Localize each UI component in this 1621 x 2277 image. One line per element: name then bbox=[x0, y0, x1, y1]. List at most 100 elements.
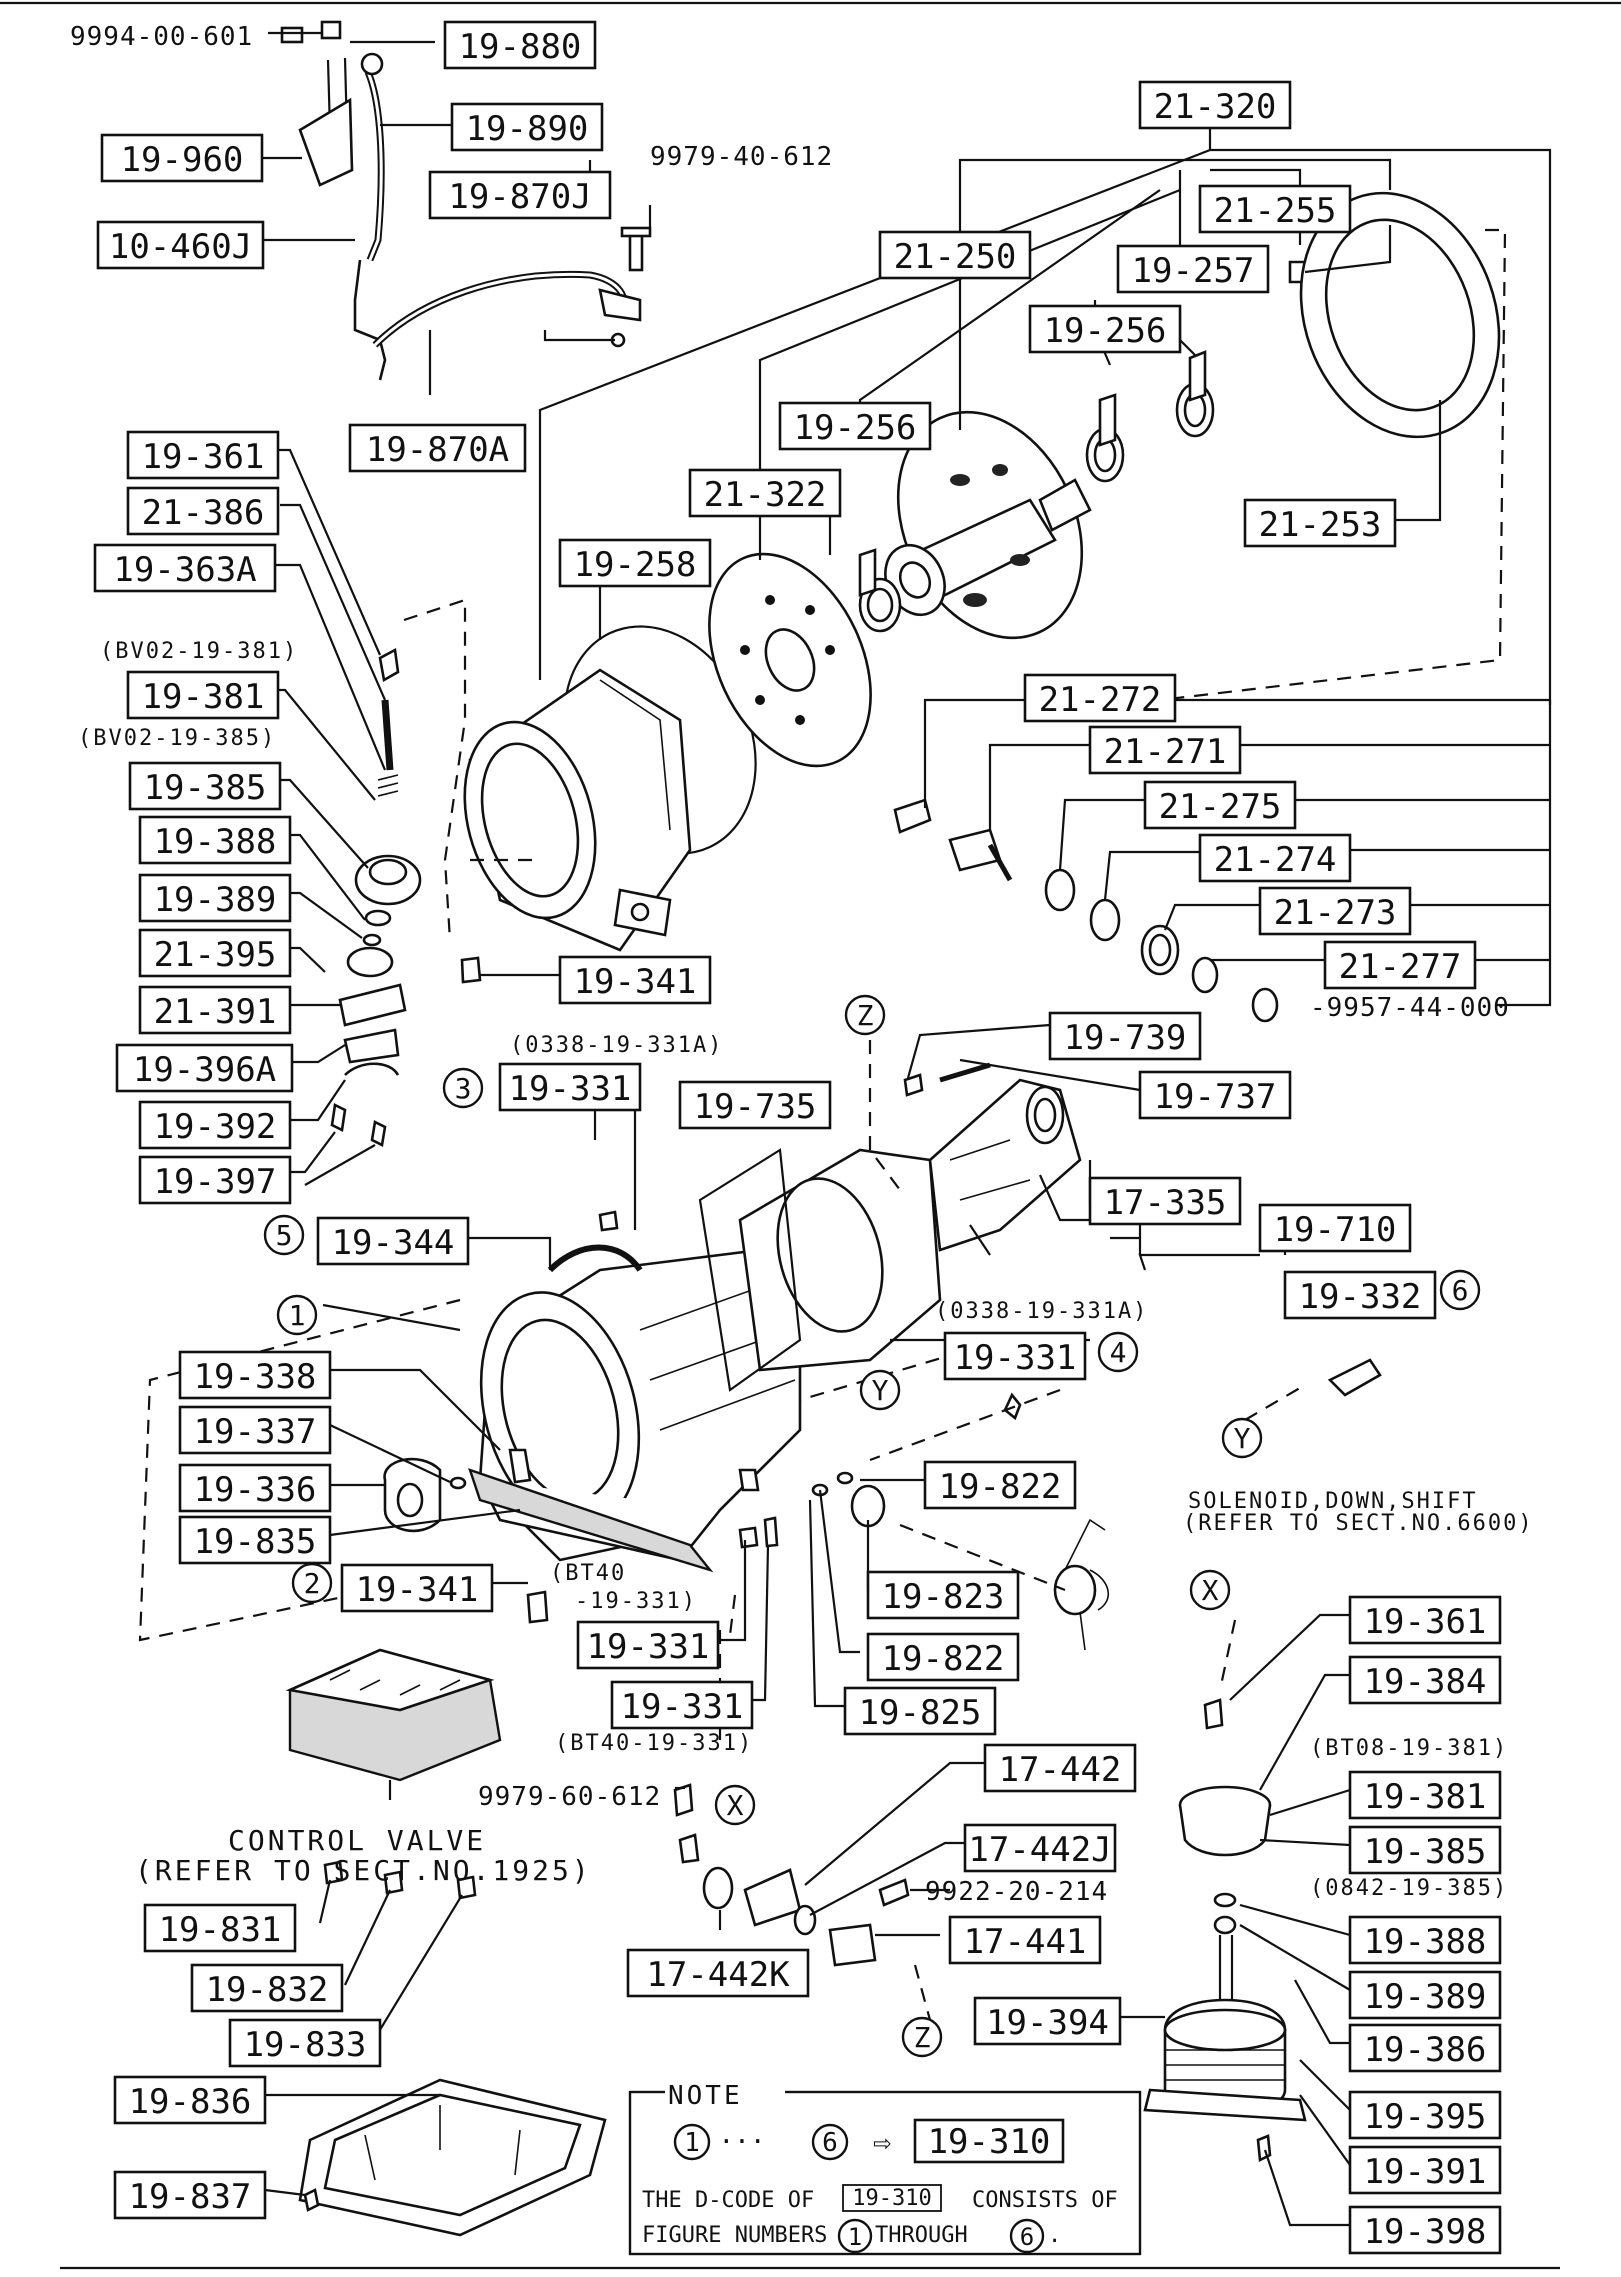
part-number-text: 19-831 bbox=[159, 1910, 282, 1950]
note-line2-a: FIGURE NUMBERS bbox=[642, 2223, 827, 2248]
part-label-17-442K: 17-442K bbox=[626, 1948, 810, 1998]
part-number-text: 21-273 bbox=[1274, 893, 1397, 933]
part-label-box bbox=[450, 102, 604, 152]
part-label-box bbox=[348, 423, 527, 473]
reference-r-bt40a2: -19-331) bbox=[575, 1589, 697, 1614]
part-number-text: 19-337 bbox=[194, 1412, 317, 1452]
part-label-21-255: 21-255 bbox=[1198, 184, 1352, 234]
part-label-19-822a: 19-822 bbox=[923, 1460, 1077, 1510]
part-label-box bbox=[498, 1062, 642, 1112]
part-label-box bbox=[1138, 80, 1292, 130]
part-number-text: 19-331 bbox=[954, 1338, 1077, 1378]
valve-parts-illustration bbox=[893, 798, 1279, 1023]
part-label-19-397: 19-397 bbox=[138, 1155, 292, 1205]
callout-circle bbox=[1439, 1269, 1481, 1311]
part-label-box bbox=[1348, 2145, 1502, 2195]
part-number-text: 19-363A bbox=[113, 550, 256, 590]
part-label-box bbox=[138, 815, 292, 865]
reference-r-bt40b: (BT40-19-331) bbox=[555, 1731, 753, 1756]
part-number-text: 17-442K bbox=[646, 1955, 790, 1995]
part-label-19-396A: 19-396A bbox=[115, 1043, 294, 1093]
callout-circle bbox=[1097, 1331, 1139, 1373]
part-number-text: 19-890 bbox=[466, 109, 589, 149]
part-number-text: 19-361 bbox=[142, 437, 265, 477]
part-number-text: 21-395 bbox=[154, 935, 277, 975]
part-label-box bbox=[115, 1043, 294, 1093]
part-label-19-388a: 19-388 bbox=[138, 815, 292, 865]
part-label-u-9994: 9994-00-601 bbox=[70, 22, 252, 52]
part-label-19-256a: 19-256 bbox=[1028, 304, 1182, 354]
part-number-text: 19-396A bbox=[133, 1050, 276, 1090]
reference-notes: (BV02-19-381)(BV02-19-385)(0338-19-331A)… bbox=[78, 639, 1534, 1901]
part-label-u-9979b: 9979-60-612 bbox=[478, 1782, 661, 1812]
transmission-case-illustration bbox=[383, 956, 1382, 1624]
part-label-21-386: 21-386 bbox=[126, 486, 280, 536]
part-number-text: 19-880 bbox=[459, 27, 582, 67]
part-label-19-870J: 19-870J bbox=[428, 170, 612, 220]
part-number-text: 19-336 bbox=[194, 1470, 317, 1510]
part-number-text: 19-833 bbox=[244, 2025, 367, 2065]
part-number-text: 21-274 bbox=[1214, 840, 1337, 880]
part-label-box bbox=[138, 1155, 292, 1205]
part-label-box bbox=[1348, 1655, 1502, 1705]
part-label-box bbox=[1048, 1011, 1202, 1061]
part-label-box bbox=[1323, 940, 1477, 990]
dashed-leaders bbox=[138, 228, 1507, 2041]
part-label-19-394: 19-394 bbox=[973, 1996, 1122, 2046]
part-label-19-833: 19-833 bbox=[228, 2018, 382, 2068]
part-number-text: 19-388 bbox=[154, 822, 277, 862]
part-number-text: 19-836 bbox=[129, 2082, 252, 2122]
part-label-19-361b: 19-361 bbox=[1348, 1595, 1502, 1645]
callout-marker-x1: X bbox=[1189, 1569, 1231, 1611]
part-label-19-341a: 19-341 bbox=[558, 955, 712, 1005]
part-label-19-710: 19-710 bbox=[1258, 1203, 1412, 1253]
part-number-text: 19-331 bbox=[621, 1687, 744, 1727]
part-label-box bbox=[626, 1948, 810, 1998]
part-label-19-381a: 19-381 bbox=[126, 670, 280, 720]
reference-r-sol2: (REFER TO SECT.NO.6600) bbox=[1183, 1511, 1534, 1536]
note-line2-c1: 1 bbox=[848, 2223, 862, 2251]
part-label-19-381b: 19-381 bbox=[1348, 1770, 1502, 1820]
callout-marker-y1: Y bbox=[859, 1369, 901, 1411]
reference-r-bv381: (BV02-19-381) bbox=[100, 639, 298, 664]
part-label-box bbox=[963, 1823, 1117, 1873]
part-label-box bbox=[843, 1686, 997, 1736]
callout-text: Y bbox=[872, 1374, 889, 1407]
callout-text: Z bbox=[914, 2021, 931, 2054]
part-label-box bbox=[316, 1216, 470, 1266]
callout-marker-m5: 5 bbox=[263, 1214, 305, 1256]
callout-marker-m2: 2 bbox=[291, 1562, 333, 1604]
part-number-text: 19-394 bbox=[986, 2003, 1109, 2043]
part-label-19-384: 19-384 bbox=[1348, 1655, 1502, 1705]
oil-pan-illustration bbox=[298, 1860, 607, 2237]
speedometer-gear-illustration bbox=[673, 1783, 910, 1967]
part-label-21-253: 21-253 bbox=[1243, 498, 1397, 548]
callout-circle bbox=[442, 1067, 484, 1109]
part-label-box bbox=[1198, 833, 1352, 883]
callout-marker-z2: Z bbox=[901, 2016, 943, 2058]
part-label-17-442J: 17-442J bbox=[963, 1823, 1117, 1873]
part-label-box bbox=[178, 1405, 332, 1455]
part-number-text: 19-385 bbox=[144, 768, 267, 808]
part-label-21-395: 21-395 bbox=[138, 928, 292, 978]
part-label-19-361a: 19-361 bbox=[126, 430, 280, 480]
callout-text: 4 bbox=[1110, 1336, 1127, 1369]
part-label-19-338: 19-338 bbox=[178, 1350, 332, 1400]
part-label-19-735: 19-735 bbox=[678, 1080, 832, 1130]
part-label-19-835: 19-835 bbox=[178, 1515, 332, 1565]
servo-stack-2-illustration bbox=[1143, 1698, 1307, 2163]
part-label-19-398: 19-398 bbox=[1348, 2205, 1502, 2255]
reference-r-cv2: (REFER TO SECT.NO.1925) bbox=[135, 1854, 592, 1887]
part-number-text: 19-837 bbox=[129, 2177, 252, 2217]
part-label-box bbox=[610, 1680, 754, 1730]
part-number-text: 9979-60-612 bbox=[478, 1782, 661, 1812]
part-label-box bbox=[923, 1460, 1077, 1510]
part-label-box bbox=[1348, 2023, 1502, 2073]
note-arrow: ⇨ bbox=[873, 2125, 891, 2160]
part-label-19-395: 19-395 bbox=[1348, 2090, 1502, 2140]
part-label-19-256b: 19-256 bbox=[778, 401, 932, 451]
callout-marker-m3: 3 bbox=[442, 1067, 484, 1109]
callout-text: 1 bbox=[289, 1299, 306, 1332]
part-label-box bbox=[1023, 673, 1177, 723]
